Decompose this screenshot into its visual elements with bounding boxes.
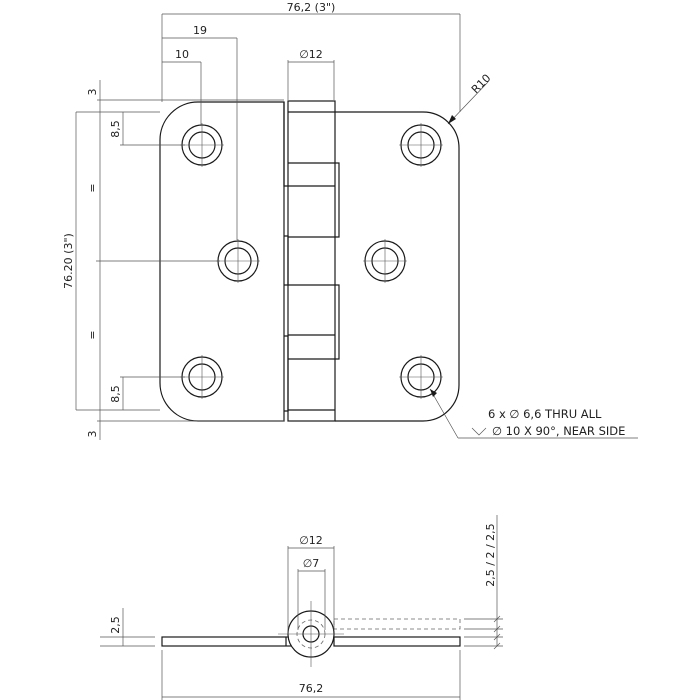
dim-top-clearance: 3 — [86, 89, 99, 96]
hole-mid-left — [216, 239, 260, 283]
knuckle — [287, 100, 336, 422]
dim-knuckle-diameter: ∅12 — [299, 48, 323, 61]
left-leaf-side — [161, 636, 294, 647]
dim-corner-radius: R10 — [469, 72, 493, 96]
dim-10: 10 — [175, 48, 189, 61]
dim-leaf-thickness: 2,5 — [109, 616, 122, 634]
front-view: 76,2 (3") 19 10 ∅12 R10 76.20 (3") 3 3 — [62, 1, 638, 440]
dim-bottom-hole-offset: 8,5 — [109, 385, 122, 403]
dim-stack: 2,5 / 2 / 2,5 — [484, 523, 497, 586]
countersink-icon — [471, 427, 487, 436]
hole-mid-right — [363, 239, 407, 283]
hole-callout-line2: ∅ 10 X 90°, NEAR SIDE — [492, 424, 625, 438]
dim-bottom-clearance: 3 — [86, 431, 99, 438]
dim-overall-height: 76.20 (3") — [62, 233, 75, 289]
dim-side-knuckle-diameter: ∅12 — [299, 534, 323, 547]
right-leaf-side — [333, 636, 461, 647]
dim-pin-diameter: ∅7 — [303, 557, 320, 570]
hole-top-left — [180, 123, 224, 167]
hole-callout-line1: 6 x ∅ 6,6 THRU ALL — [488, 407, 602, 421]
dim-19: 19 — [193, 24, 207, 37]
hidden-leaf — [333, 618, 461, 630]
dim-equal-upper: = — [86, 183, 99, 192]
dim-overall-width: 76,2 (3") — [287, 1, 336, 14]
dim-side-overall-width: 76,2 — [299, 682, 324, 695]
right-leaf — [335, 111, 460, 422]
hole-top-right — [399, 123, 443, 167]
dim-top-hole-offset: 8,5 — [109, 120, 122, 138]
left-leaf — [159, 101, 285, 422]
dim-equal-lower: = — [86, 330, 99, 339]
side-view: ∅12 ∅7 2,5 76,2 2,5 / 2 / 2,5 — [100, 515, 503, 700]
hole-bottom-left — [180, 355, 224, 399]
hole-bottom-right — [399, 355, 443, 399]
